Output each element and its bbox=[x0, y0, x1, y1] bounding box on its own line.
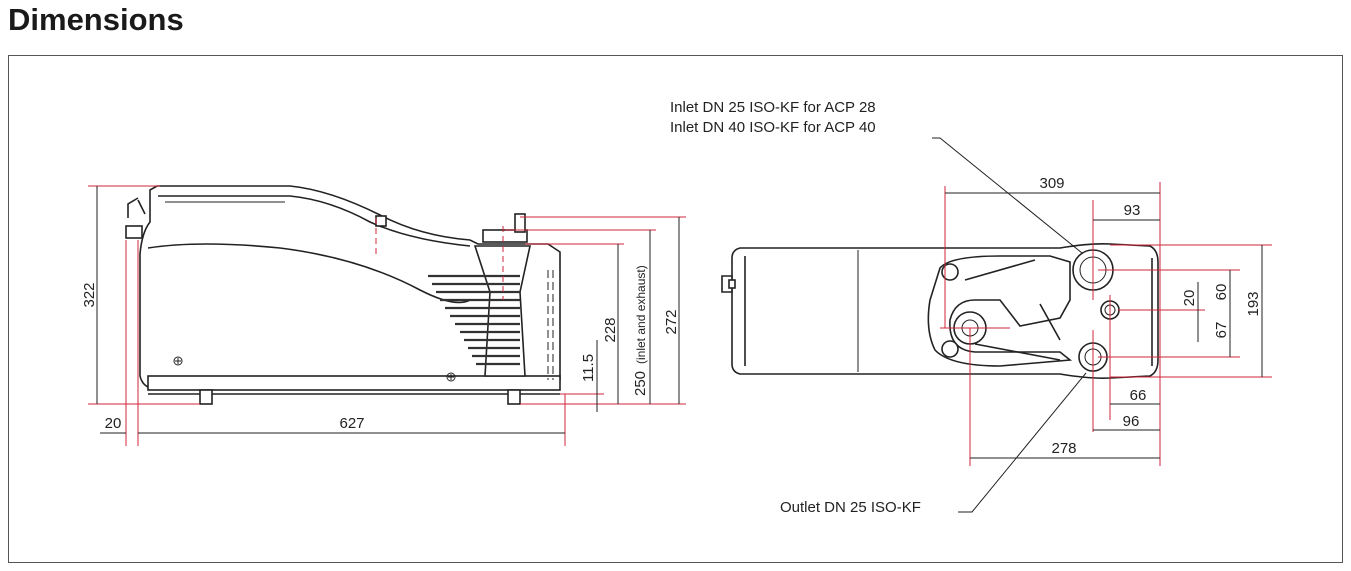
dim-overall-width: 193 bbox=[1245, 291, 1262, 316]
dim-port-spacing-c: 67 bbox=[1213, 322, 1230, 339]
top-view-recess bbox=[927, 255, 1073, 367]
top-view: 309 93 20 60 67 193 66 96 278 bbox=[721, 137, 1272, 513]
drawing-frame bbox=[8, 55, 1343, 563]
side-view-top-knob bbox=[375, 215, 387, 227]
dim-outlet-x: 96 bbox=[1123, 413, 1140, 430]
side-view-body bbox=[139, 185, 561, 389]
dim-flange-height: 228 bbox=[602, 317, 619, 342]
side-view-side-vents bbox=[547, 270, 554, 380]
top-view-knob-top bbox=[941, 263, 959, 281]
dim-foot-height: 11.5 bbox=[580, 354, 597, 382]
side-view-shell-line bbox=[147, 243, 471, 304]
dim-max-height: 272 bbox=[663, 309, 680, 334]
dim-overall-length: 627 bbox=[339, 415, 364, 432]
side-view-foot-right bbox=[507, 389, 521, 405]
dim-port-spacing-a: 20 bbox=[1181, 290, 1198, 307]
dim-inlet-exhaust-note: (inlet and exhaust) bbox=[634, 265, 648, 364]
top-view-handle-slot bbox=[728, 279, 736, 289]
dim-overall-height: 322 bbox=[81, 282, 98, 307]
side-view: 322 20 627 11.5 228 250 (inlet and exhau… bbox=[81, 185, 686, 446]
side-view-top-line bbox=[158, 195, 471, 247]
side-view-screw-left bbox=[173, 356, 183, 366]
side-view-connector bbox=[125, 225, 143, 239]
side-view-grille bbox=[428, 274, 520, 366]
dim-outlet-offset: 66 bbox=[1130, 387, 1147, 404]
side-view-foot-left bbox=[199, 389, 213, 405]
dim-offset-left: 20 bbox=[105, 415, 122, 432]
side-view-exhaust-nozzle bbox=[514, 213, 526, 233]
dim-inlet-x: 309 bbox=[1039, 175, 1064, 192]
dim-inlet-offset: 93 bbox=[1124, 202, 1141, 219]
page-title: Dimensions bbox=[8, 2, 184, 37]
dim-outlet-distance: 278 bbox=[1051, 440, 1076, 457]
top-view-knob-bottom bbox=[941, 340, 959, 358]
inlet-callout-line1: Inlet DN 25 ISO-KF for ACP 28 bbox=[670, 99, 876, 116]
side-view-base bbox=[147, 375, 561, 391]
dim-inlet-exhaust-height: 250 bbox=[632, 371, 649, 396]
inlet-leader-line bbox=[932, 137, 1083, 254]
outlet-callout: Outlet DN 25 ISO-KF bbox=[780, 499, 921, 516]
inlet-callout-line2: Inlet DN 40 ISO-KF for ACP 40 bbox=[670, 119, 876, 136]
top-view-recess-lines bbox=[964, 259, 1061, 361]
outlet-leader-line bbox=[958, 372, 1087, 513]
side-view-handle bbox=[127, 197, 146, 218]
dim-port-spacing-b: 60 bbox=[1213, 284, 1230, 301]
side-view-screw-right bbox=[446, 372, 456, 382]
